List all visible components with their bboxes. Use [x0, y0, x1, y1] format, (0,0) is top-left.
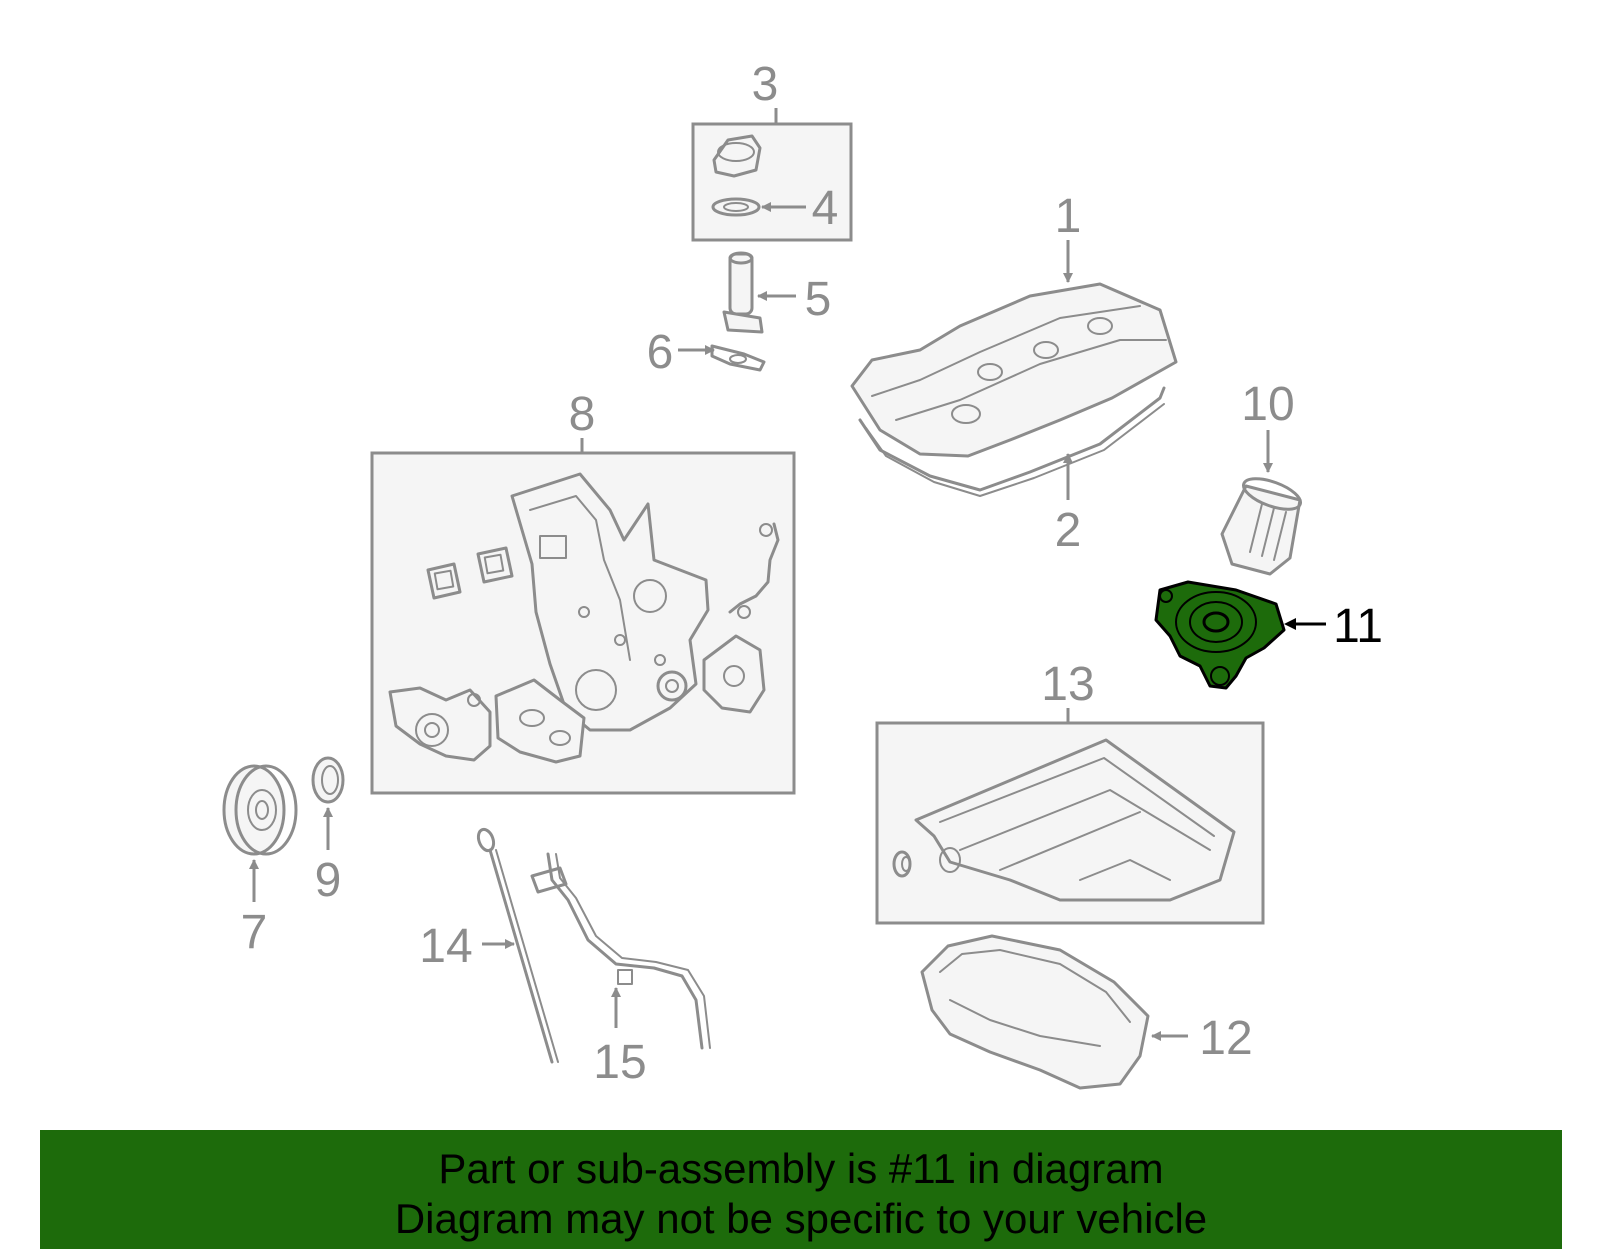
callout-2-label: 2: [1055, 504, 1082, 557]
callout-6[interactable]: 6: [647, 326, 715, 379]
timing-cover-gasket-a[interactable]: [426, 562, 462, 600]
callout-10-label: 10: [1241, 378, 1294, 431]
oil-filter-housing-11[interactable]: [1154, 580, 1286, 690]
callout-3[interactable]: 3: [752, 58, 779, 124]
callout-11[interactable]: 11: [1284, 600, 1383, 653]
info-banner: Part or sub-assembly is #11 in diagram D…: [40, 1130, 1562, 1249]
callout-1[interactable]: 1: [1055, 190, 1082, 283]
info-banner-line-2: Diagram may not be specific to your vehi…: [394, 1195, 1208, 1242]
callout-9-label: 9: [315, 854, 342, 907]
valve-cover-1[interactable]: [850, 282, 1178, 458]
crankshaft-pulley-7[interactable]: [222, 764, 298, 856]
oil-filter-10[interactable]: [1220, 472, 1304, 576]
oil-filler-cap[interactable]: [712, 134, 762, 178]
oil-pump-cover[interactable]: [702, 634, 766, 714]
callout-2[interactable]: 2: [1055, 453, 1082, 557]
callout-12[interactable]: 12: [1151, 1012, 1253, 1065]
callout-8-label: 8: [569, 388, 596, 441]
callout-13-label: 13: [1041, 658, 1094, 711]
callout-15-label: 15: [593, 1036, 646, 1089]
callout-1-label: 1: [1055, 190, 1082, 243]
lower-oil-pan-12[interactable]: [920, 934, 1150, 1090]
dipstick-guide-15[interactable]: [530, 852, 711, 1050]
callout-12-label: 12: [1199, 1012, 1252, 1065]
callout-3-label: 3: [752, 58, 779, 111]
callout-5-label: 5: [805, 273, 832, 326]
oil-pan-13[interactable]: [914, 738, 1236, 902]
crankshaft-sprocket[interactable]: [656, 670, 688, 702]
water-inlet-housing[interactable]: [494, 678, 586, 764]
water-pump[interactable]: [388, 686, 492, 762]
callout-4-label: 4: [812, 182, 839, 235]
callout-15[interactable]: 15: [593, 987, 647, 1089]
callout-6-label: 6: [647, 326, 674, 379]
callout-7[interactable]: 7: [241, 859, 268, 959]
callout-10[interactable]: 10: [1241, 378, 1295, 473]
callout-11-label: 11: [1333, 600, 1383, 653]
gasket-4[interactable]: [711, 197, 761, 217]
dipstick-14[interactable]: [476, 827, 559, 1064]
drain-plug-gasket[interactable]: [892, 850, 912, 878]
callout-14[interactable]: 14: [419, 920, 515, 973]
filler-tube-5[interactable]: [722, 251, 764, 334]
timing-cover-gasket-b[interactable]: [476, 546, 514, 584]
gasket-6[interactable]: [710, 344, 766, 372]
callout-14-label: 14: [419, 920, 472, 973]
callout-8[interactable]: 8: [569, 388, 596, 453]
info-banner-line-1: Part or sub-assembly is #11 in diagram: [438, 1145, 1164, 1192]
callout-5[interactable]: 5: [757, 273, 832, 326]
oil-seal-9[interactable]: [311, 756, 345, 804]
valve-cover-gasket-2[interactable]: [858, 386, 1166, 497]
callout-4[interactable]: 4: [761, 182, 839, 235]
callout-7-label: 7: [241, 906, 268, 959]
callout-9[interactable]: 9: [315, 807, 342, 907]
timing-cover-8[interactable]: [510, 472, 710, 732]
callout-13[interactable]: 13: [1041, 658, 1095, 723]
oil-filler-cap-box: [691, 122, 853, 242]
oil-pressure-line[interactable]: [728, 522, 780, 619]
